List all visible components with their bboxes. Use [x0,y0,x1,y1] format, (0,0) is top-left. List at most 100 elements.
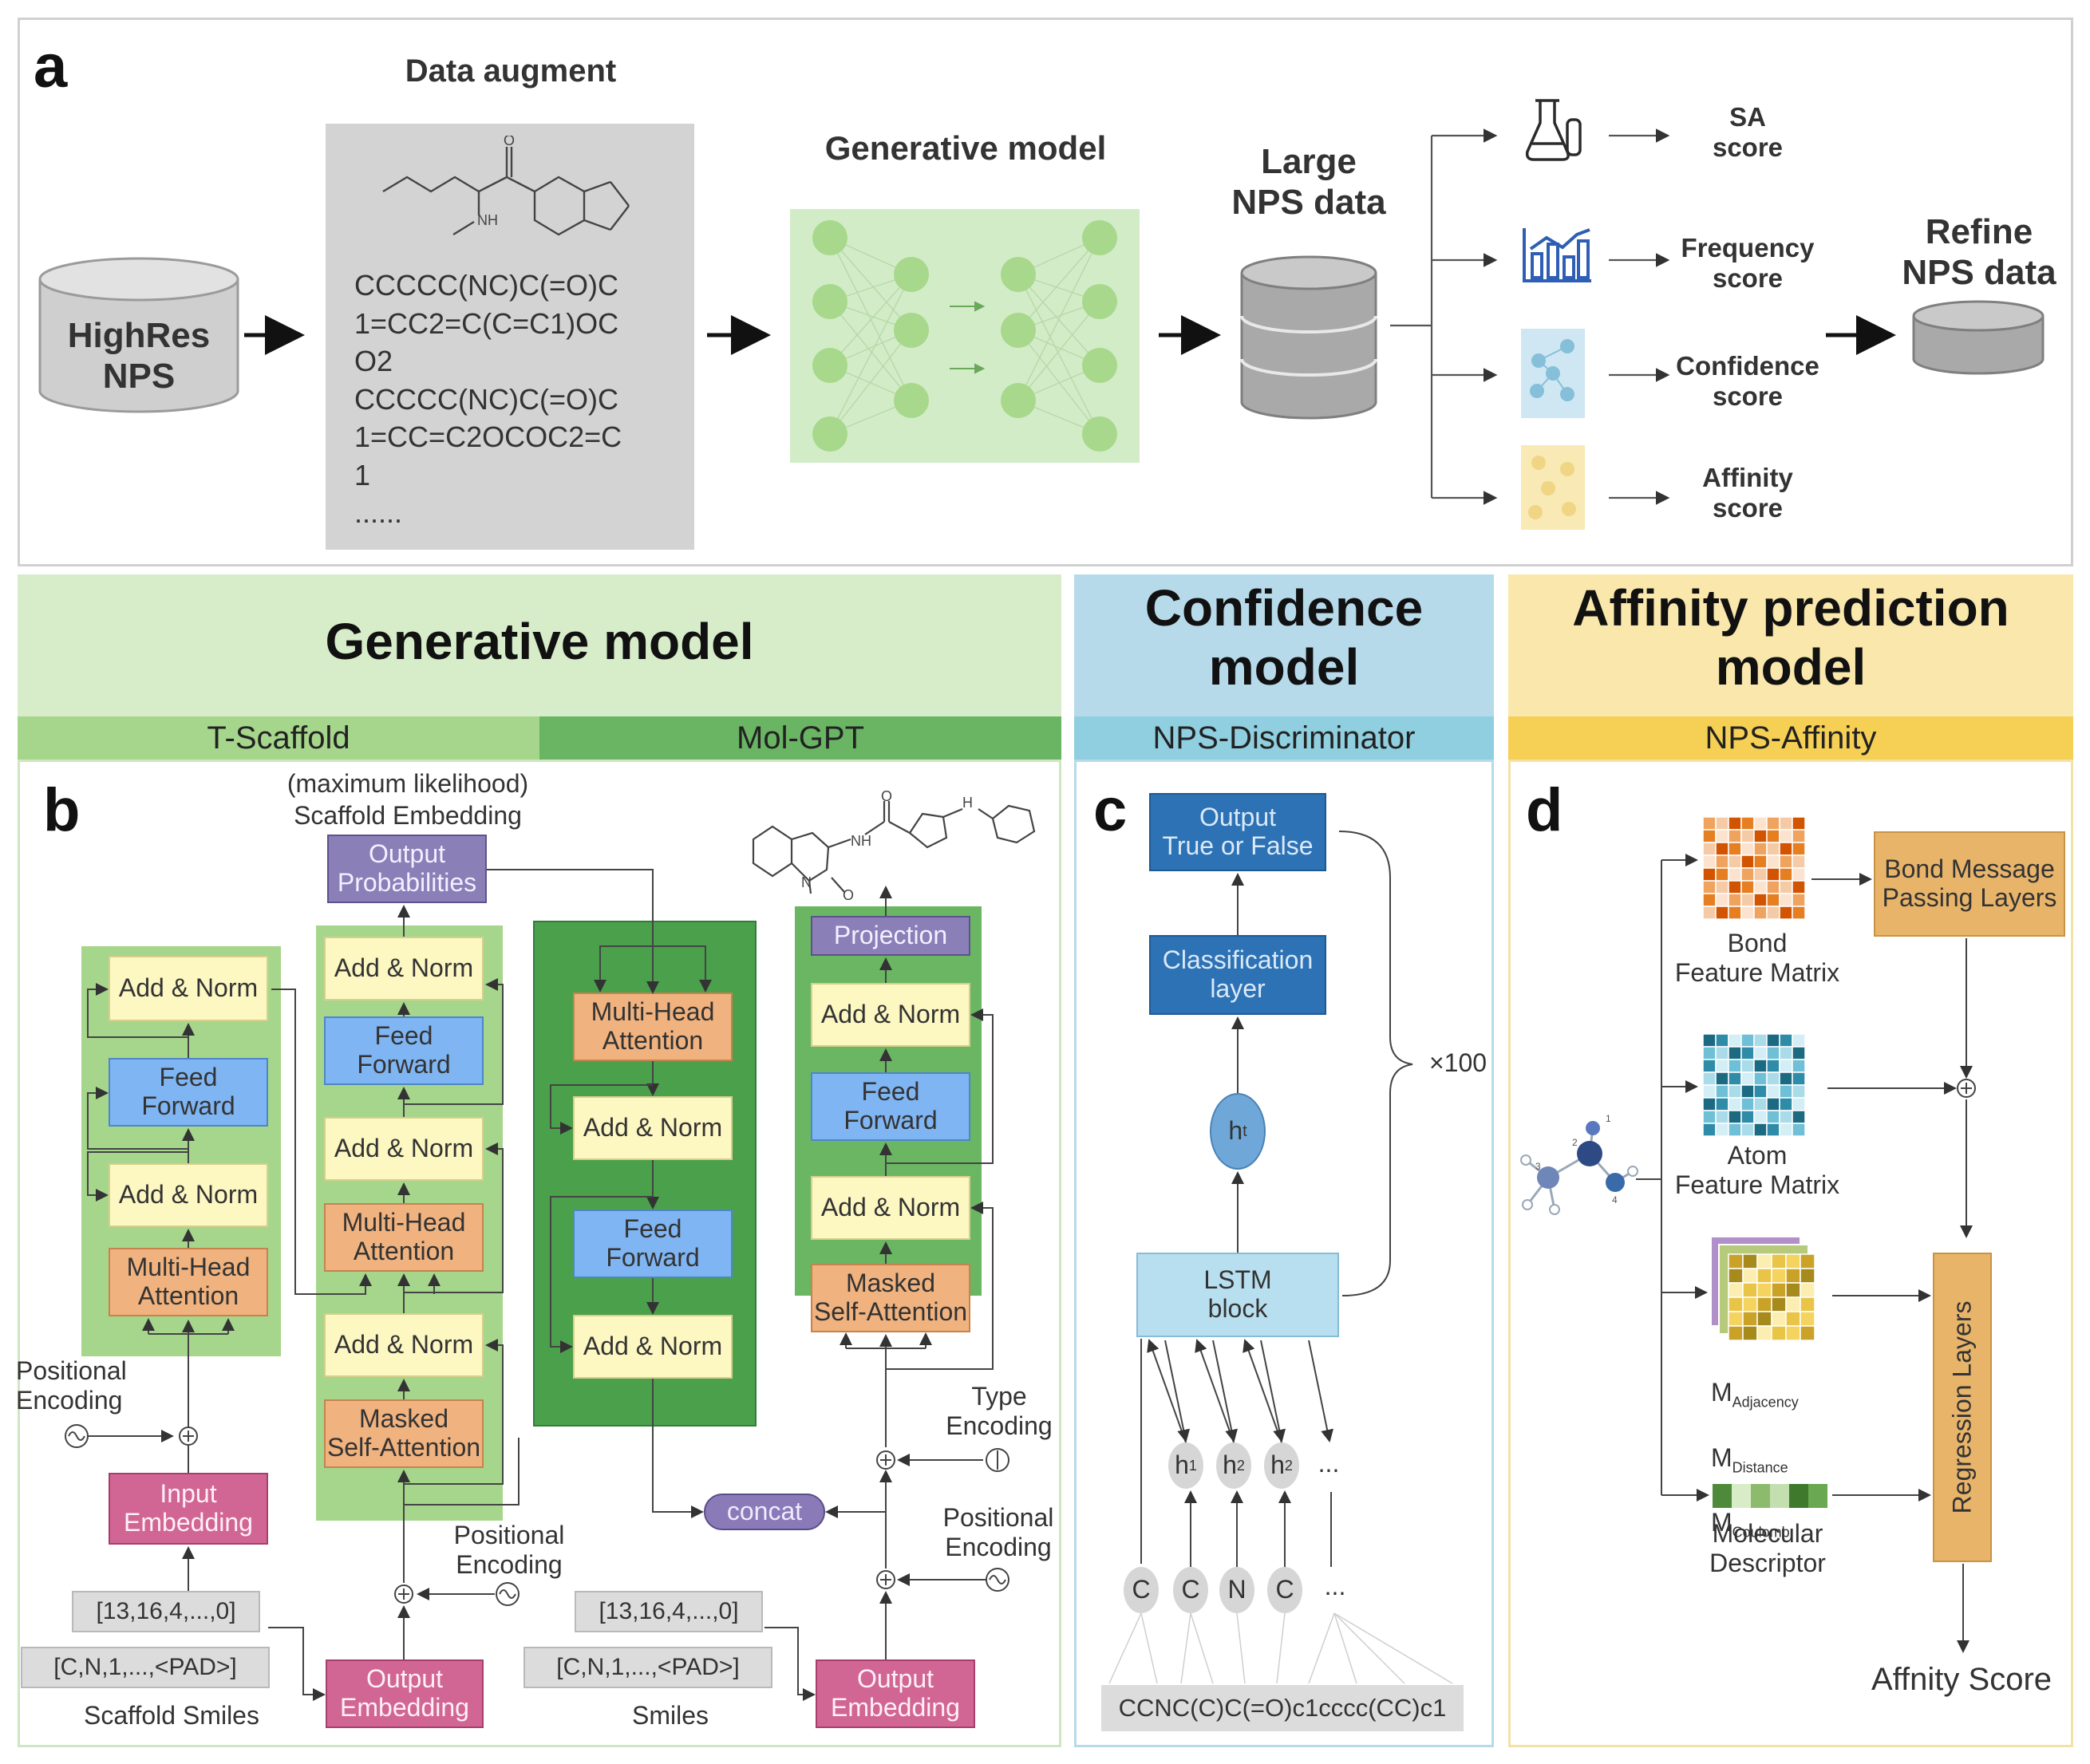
molecule-o-label: O [504,136,515,148]
affinity-header-bg [1508,574,2073,716]
mol-b-o2-label: O [881,790,892,804]
encoder-multi-head-attention: Multi-Head Attention [109,1248,268,1316]
concat-node: concat [704,1494,825,1530]
mol-gpt-band: Mol-GPT [539,716,1061,760]
svg-text:1: 1 [1606,1113,1611,1124]
molgpt-output-embedding: Output Embedding [816,1659,975,1728]
molgpt-masked-self-attention: Masked Self-Attention [811,1264,970,1332]
panel-c [1074,760,1494,1747]
decoder-feed-forward: Feed Forward [324,1016,484,1085]
decoder-add-norm-2: Add & Norm [324,1117,484,1181]
generative-section-title: Generative model [325,613,754,670]
molecule-structure-b: NH N O O H [752,790,1036,902]
type-encoding-label: Type Encoding [946,1382,1053,1440]
scaffold-tokens: [C,N,1,...,<PAD>] [21,1647,270,1688]
regression-layers: Regression Layers [1933,1253,1992,1562]
molgpt-add-norm-2: Add & Norm [573,1315,733,1379]
affinity-section-title: Affinity prediction model [1572,579,2009,696]
molecule-nh-label: NH [477,212,498,228]
scaffold-smiles-label: Scaffold Smiles [84,1701,259,1730]
bondgrid-cell [1792,906,1806,920]
ht-sub: t [1243,1122,1247,1140]
bar-chart-icon [1523,228,1591,282]
svg-text:2: 2 [1572,1137,1578,1148]
decoder-add-norm-1: Add & Norm [324,937,484,1000]
encoder-positional-encoding-label: Positional Encoding [16,1356,127,1415]
hidden-ellipsis: ... [1318,1449,1340,1478]
t-scaffold-band: T-Scaffold [18,716,539,760]
molgpt-right-add-norm-2: Add & Norm [811,1176,970,1240]
large-nps-title: Large NPS data [1231,142,1386,222]
affinity-score-label: Affinity score [1702,463,1793,523]
data-augment-box [326,124,694,550]
ht-main: h [1228,1116,1243,1146]
projection: Projection [811,916,970,956]
molecule-3d-icon: 12 34 [1520,1113,1638,1215]
encoder-feed-forward: Feed Forward [109,1058,268,1127]
nps-affinity-band: NPS-Affinity [1508,716,2073,760]
bond-feature-matrix [1702,816,1806,920]
molecular-descriptor-label: Molecular Descriptor [1709,1519,1826,1577]
atom-feature-matrix [1702,1033,1806,1137]
smiles-tokens: [C,N,1,...,<PAD>] [523,1647,772,1688]
confidence-network-icon [1521,329,1585,418]
molecular-descriptor-bar [1713,1484,1827,1508]
input-embedding: Input Embedding [109,1473,268,1545]
decoder-output-embedding: Output Embedding [326,1659,484,1728]
panel-d [1508,760,2073,1747]
large-nps-database-icon [1240,255,1377,420]
encoder-add-norm-top: Add & Norm [109,956,268,1021]
decoder-positional-encoding-label: Positional Encoding [453,1521,565,1579]
panel-c-letter: c [1093,776,1128,844]
decoder-multi-head-attention: Multi-Head Attention [324,1203,484,1272]
confidence-header-bg [1074,574,1494,716]
decoder-masked-self-attention: Masked Self-Attention [324,1399,484,1468]
generative-model-title: Generative model [824,129,1107,167]
bond-feature-matrix-label: Bond Feature Matrix [1674,929,1840,987]
molgpt-positional-encoding-label: Positional Encoding [942,1503,1054,1561]
generative-header-bg [18,574,1061,716]
neural-network-box [790,209,1140,463]
panel-a-arrows [244,128,1896,505]
lstm-block: LSTM block [1136,1253,1339,1337]
char-c1: C [1124,1567,1159,1613]
molgpt-right-add-norm-1: Add & Norm [811,983,970,1047]
molecular-matrices-stack [1711,1237,1815,1341]
char-c2: C [1173,1567,1208,1613]
decoder-add-norm-3: Add & Norm [324,1313,484,1377]
scaffold-token-ids: [13,16,4,...,0] [72,1591,260,1632]
neural-network-graph [812,220,1117,452]
confidence-score-label: Confidence score [1676,351,1819,411]
affinity-score-output: Affnity Score [1871,1662,2052,1697]
times-100-label: ×100 [1428,1048,1487,1077]
scaffold-embedding-label: Scaffold Embedding [294,801,522,830]
mol-b-n-label: N [801,874,812,890]
sa-score-label: SA score [1712,102,1784,162]
molgpt-multi-head-attention: Multi-Head Attention [573,992,733,1061]
char-c3: C [1267,1567,1302,1613]
mol-b-nh-label: NH [851,833,871,849]
panel-a [18,18,2073,566]
mol-b-h-label: H [962,795,973,811]
atom-feature-matrix-label: Atom Feature Matrix [1674,1141,1840,1199]
molecule-structure-a: O NH [382,136,630,236]
svg-text:4: 4 [1612,1194,1618,1206]
char-ellipsis: ... [1324,1572,1346,1600]
refine-database-icon [1912,300,2045,375]
panel-d-letter: d [1526,776,1563,844]
max-likelihood-label: (maximum likelihood) [286,769,529,798]
augmented-smiles-text: CCCCC(NC)C(=O)C 1=CC2=C(C=C1)OC O2 CCCCC… [354,269,622,530]
flask-icon [1525,99,1582,161]
discriminator-smiles: CCNC(C)C(=O)c1cccc(CC)c1 [1101,1685,1464,1731]
smiles-token-ids: [13,16,4,...,0] [575,1591,763,1632]
bond-message-passing-layers: Bond Message Passing Layers [1874,831,2065,937]
confidence-section-title: Confidence model [1144,579,1424,696]
molgpt-feed-forward: Feed Forward [573,1210,733,1278]
output-true-false: Output True or False [1149,793,1326,871]
char-n: N [1219,1567,1254,1613]
